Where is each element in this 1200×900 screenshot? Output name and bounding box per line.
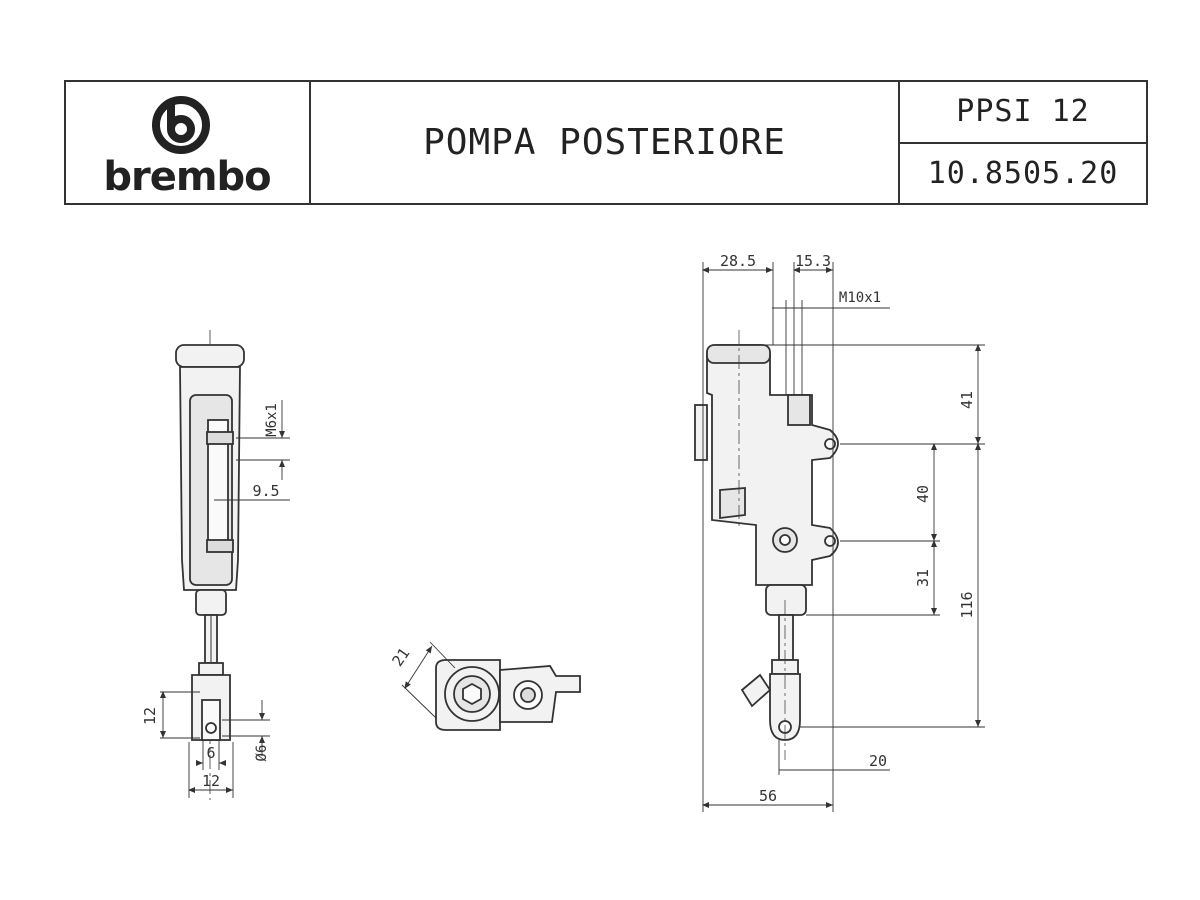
- title-cell: POMPA POSTERIORE: [311, 82, 900, 203]
- code-cell: PPSI 12 10.8505.20: [900, 82, 1146, 203]
- dim-20: 20: [869, 752, 887, 770]
- dim-9-5: 9.5: [252, 482, 279, 500]
- dim-116: 116: [958, 591, 976, 618]
- part-number: 10.8505.20: [927, 155, 1119, 191]
- model-code: PPSI 12: [900, 82, 1146, 144]
- dim-15-3: 15.3: [795, 252, 831, 270]
- dim-m6x1: M6x1: [264, 403, 280, 437]
- dim-12-vertical: 12: [141, 707, 159, 725]
- front-view: [694, 344, 839, 741]
- side-view: [175, 330, 245, 800]
- side-view-dimensions: [160, 400, 290, 798]
- dim-40: 40: [914, 485, 932, 503]
- dim-28-5: 28.5: [720, 252, 756, 270]
- front-view-labels: 28.5 15.3 M10x1 41 40 31 116 20 56: [720, 252, 976, 805]
- front-view-dimensions: [702, 262, 985, 812]
- top-view-labels: 21: [388, 645, 413, 670]
- front-view-centerlines: [738, 330, 786, 760]
- dim-12-bottom: 12: [202, 772, 220, 790]
- side-view-labels: M6x1 9.5 12 6 12 Ø6: [141, 403, 280, 790]
- logo-cell: brembo: [66, 82, 311, 203]
- brembo-logo: brembo: [103, 96, 272, 200]
- title-block: brembo POMPA POSTERIORE PPSI 12 10.8505.…: [64, 80, 1148, 205]
- dim-31: 31: [914, 569, 932, 587]
- brembo-logo-mark: [152, 96, 210, 154]
- dim-6: 6: [206, 744, 215, 762]
- dim-56: 56: [759, 787, 777, 805]
- dim-m10x1: M10x1: [839, 290, 881, 306]
- top-view-dimensions: [401, 641, 456, 719]
- dim-21: 21: [388, 645, 413, 670]
- dim-41: 41: [958, 391, 976, 409]
- brand-wordmark: brembo: [103, 154, 270, 200]
- top-view: [435, 659, 581, 731]
- drawing-title: POMPA POSTERIORE: [423, 122, 786, 163]
- dim-phi6: Ø6: [254, 745, 270, 762]
